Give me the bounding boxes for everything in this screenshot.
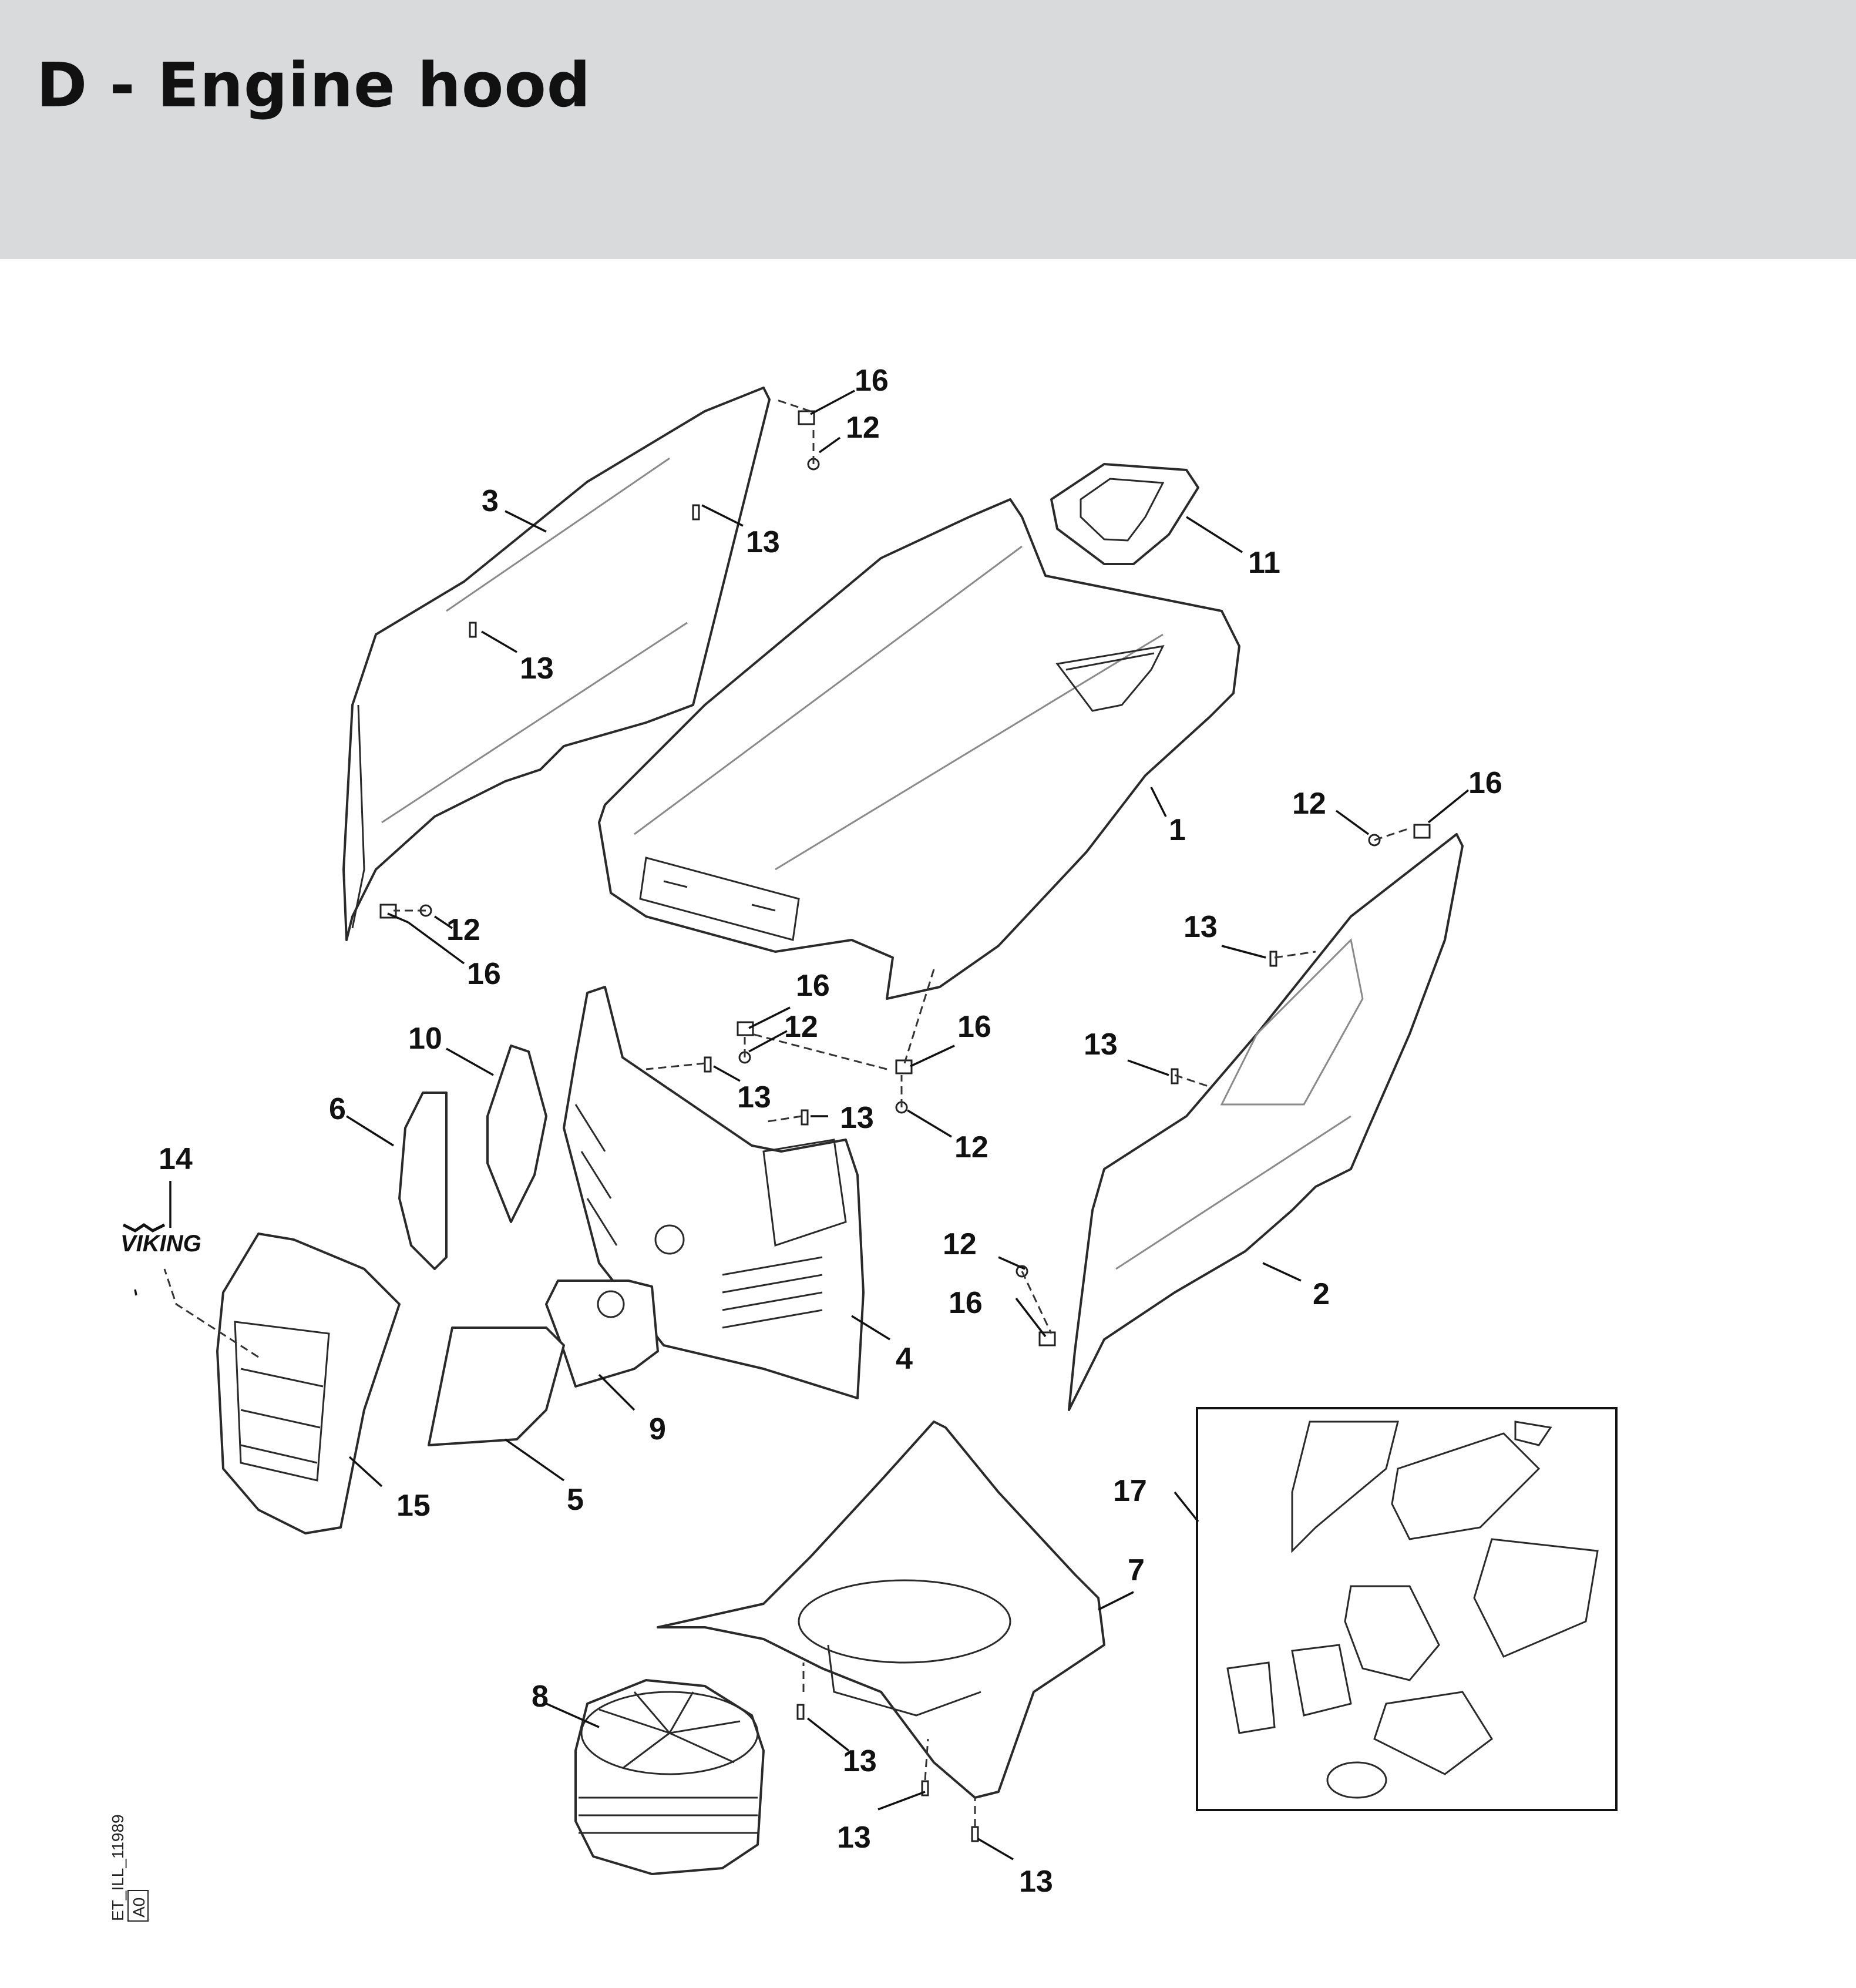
callout-13: 13 [1019,1865,1053,1899]
cooling-fan [574,1679,765,1875]
left-side-panel [342,387,771,941]
callout-14: 14 [159,1142,193,1176]
leader-lines [134,389,1470,1861]
callout-12: 12 [446,913,480,947]
viking-logo: VIKING [120,1223,201,1257]
callout-5: 5 [567,1483,584,1517]
callout-13: 13 [1084,1027,1118,1062]
callout-13: 13 [837,1821,871,1855]
callout-16: 16 [949,1286,983,1320]
callout-16: 16 [1468,766,1502,800]
overview-inset [1196,1407,1618,1811]
viking-logo-text: VIKING [120,1231,201,1257]
drawing-code: ET_ILL_11989 A0 [109,1814,149,1922]
callout-16: 16 [855,364,889,398]
callout-13: 13 [1183,910,1218,944]
callout-4: 4 [896,1342,913,1376]
callout-16: 16 [467,957,501,991]
side-cover-10 [486,1045,547,1223]
callout-labels: 1 2 3 4 5 6 7 8 9 10 11 14 15 17 12 12 1… [159,364,1502,1899]
callout-15: 15 [396,1489,431,1523]
callout-16: 16 [957,1010,991,1044]
side-cover-6 [398,1092,448,1270]
lower-shroud [657,1421,1105,1799]
callout-11: 11 [1248,546,1280,580]
callout-16: 16 [796,969,830,1003]
headlight-housing-9 [545,1280,659,1388]
main-hood [598,498,1240,1000]
callout-12: 12 [954,1130,988,1164]
callout-8: 8 [532,1680,549,1714]
vent-frame [1050,463,1199,565]
callout-1: 1 [1169,813,1186,847]
header-band: D - Engine hood [0,0,1856,259]
callout-13: 13 [737,1080,771,1114]
callout-12: 12 [846,411,880,445]
hardware [163,398,1431,1842]
callout-13: 13 [520,652,554,686]
callout-9: 9 [649,1412,666,1446]
revision-text: A0 [130,1898,148,1918]
callout-13: 13 [840,1101,874,1135]
callout-3: 3 [482,484,499,518]
right-side-panel [1068,833,1464,1411]
callout-10: 10 [408,1022,442,1056]
page-title: D - Engine hood [36,49,591,121]
callout-13: 13 [746,525,780,559]
callout-2: 2 [1313,1277,1330,1311]
headlight-lens-5 [428,1327,565,1446]
front-grille [216,1233,401,1534]
callout-12: 12 [1292,787,1326,821]
callout-6: 6 [329,1092,346,1126]
callout-12: 12 [943,1227,977,1261]
callout-12: 12 [784,1010,818,1044]
callout-13: 13 [843,1744,877,1778]
callout-17: 17 [1113,1474,1147,1508]
callout-7: 7 [1128,1553,1145,1587]
drawing-code-text: ET_ILL_11989 [109,1814,127,1921]
